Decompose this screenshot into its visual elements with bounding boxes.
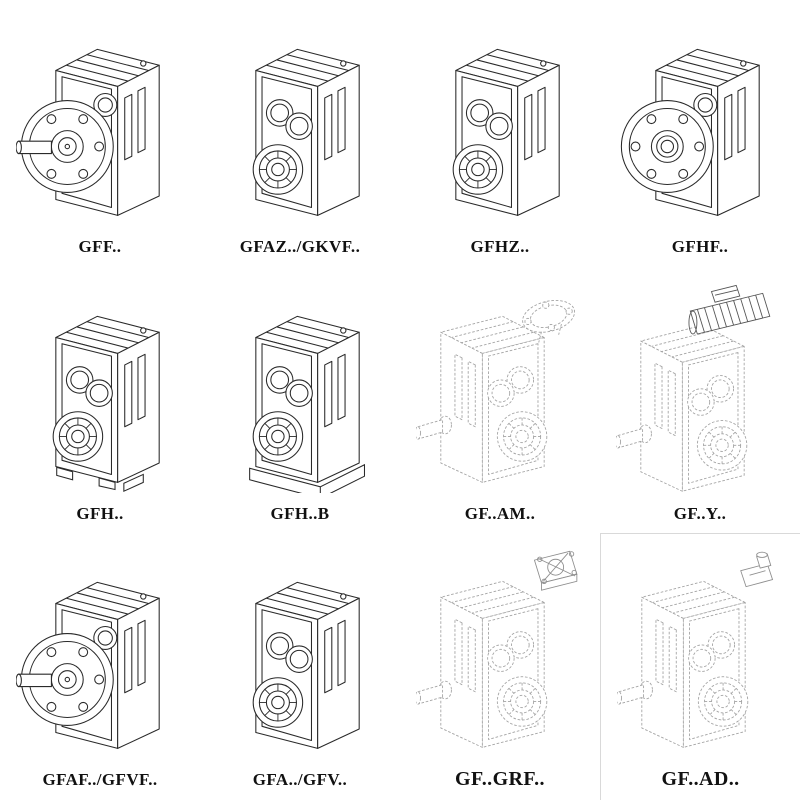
gearbox-symbol [615,285,770,491]
model-label: GFAZ../GKVF.. [239,236,361,256]
gearbox-drawing [2,535,198,771]
catalog-cell: GFA../GFV.. [200,533,400,800]
gearbox-symbol [53,316,159,491]
gearbox-symbol [616,552,772,747]
catalog-cell: GF..Y.. [600,267,800,534]
model-label: GF..Y.. [673,503,727,523]
gearbox-symbol [16,583,159,749]
gearbox-symbol [621,49,759,215]
model-label: GFH.. [76,503,124,523]
gearbox-drawing [602,269,798,505]
catalog-cell: GFHZ.. [400,0,600,267]
gearbox-drawing [402,269,598,505]
gearbox-drawing [202,535,398,771]
gearbox-symbol [415,551,577,747]
catalog-cell: GFH.. [0,267,200,534]
model-label: GF..GRF.. [455,767,545,790]
gearbox-symbol [415,295,580,482]
gearbox-drawing [202,269,398,505]
gearbox-symbol [253,49,359,215]
catalog-cell: GF..AM.. [400,267,600,534]
model-label: GFHZ.. [470,236,530,256]
model-label: GFF.. [78,236,122,256]
gearbox-symbol [16,49,159,215]
catalog-cell: GFAF../GFVF.. [0,533,200,800]
gearbox-drawing [2,269,198,505]
gearbox-drawing [602,2,798,238]
gearbox-symbol [250,316,365,493]
model-label: GFHF.. [671,236,729,256]
model-label: GF..AM.. [464,503,536,523]
gearbox-drawing [402,535,598,768]
gearbox-drawing [2,2,198,238]
gearbox-drawing [202,2,398,238]
gearbox-symbol [453,49,559,215]
model-label: GFH..B [270,503,330,523]
gearbox-symbol [253,583,359,749]
gearbox-drawing [603,536,798,768]
gearbox-drawing [402,2,598,238]
catalog-cell: GFAZ../GKVF.. [200,0,400,267]
model-label: GFA../GFV.. [252,770,348,790]
catalog-cell: GF..GRF.. [400,533,600,800]
catalog-cell: GF..AD.. [600,533,800,800]
model-label: GFAF../GFVF.. [42,770,158,790]
catalog-cell: GFH..B [200,267,400,534]
model-label: GF..AD.. [661,767,740,790]
catalog-cell: GFF.. [0,0,200,267]
catalog-cell: GFHF.. [600,0,800,267]
